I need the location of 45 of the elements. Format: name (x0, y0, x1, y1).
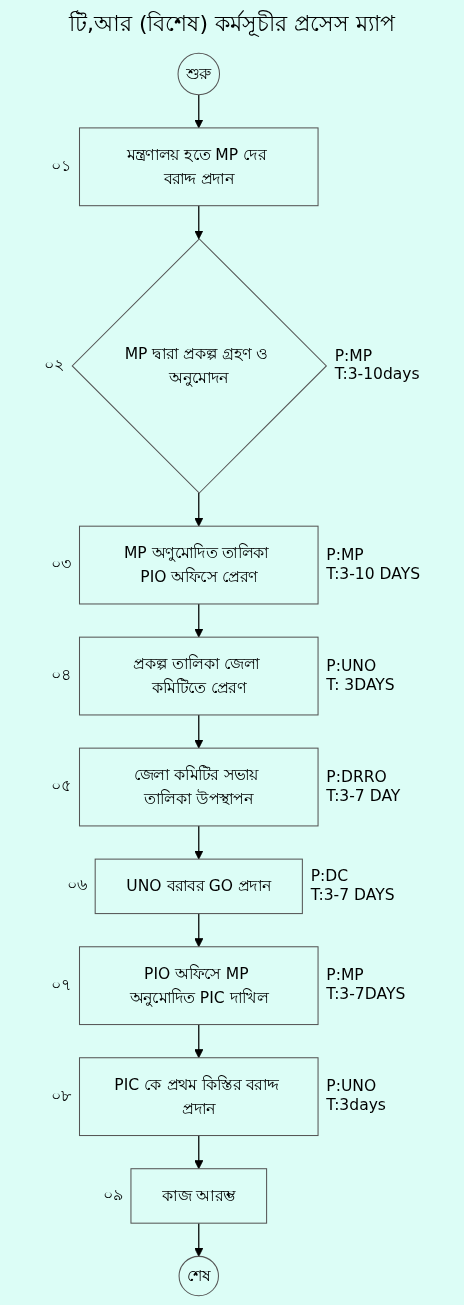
responsible-time-note: P:MP (334, 346, 373, 365)
node-label: জেলা কমিটির সভায় তালিকা উপস্থাপন (132, 764, 260, 810)
step-number: ০৭ (51, 975, 72, 994)
step-number: ০১ (51, 156, 72, 175)
arrow (194, 1222, 204, 1257)
responsible-time-note: T:3-7DAYS (326, 985, 406, 1004)
responsible-time-note: T:3-10days (334, 365, 420, 384)
node-label: MP অণুমোদিত তালিকা PIO অফিসে প্রেরণ (122, 542, 270, 588)
arrow (194, 94, 204, 129)
arrow (194, 205, 204, 240)
node-label: PIC কে প্রথম কিস্তির বরাদ্দ প্রদান (113, 1074, 280, 1120)
responsible-time-note: T:3-10 DAYS (326, 564, 421, 583)
responsible-time-note: P:MP (326, 966, 364, 985)
arrow (194, 825, 204, 860)
responsible-time-note: T:3days (326, 1096, 386, 1115)
node-label: MP দ্বারা প্রকল্প গ্রহণ ও অনুমোদন (123, 343, 269, 389)
step-number: ০৯ (102, 1186, 123, 1205)
step-number: ০৬ (66, 876, 87, 895)
arrow (194, 1134, 204, 1170)
arrow (194, 492, 204, 527)
node-label: PIO অফিসে MP অনুমোদিত PIC দাখিল (128, 963, 270, 1009)
step-number: ০২ (43, 356, 64, 375)
responsible-time-note: T: 3DAYS (326, 675, 395, 694)
arrow (194, 714, 204, 749)
step-number: ০৪ (51, 666, 72, 685)
arrow (194, 912, 204, 948)
responsible-time-note: T:3-7 DAY (326, 786, 401, 805)
step-number: ০৫ (51, 777, 72, 796)
responsible-time-note: P:UNO (326, 656, 377, 675)
responsible-time-note: P:MP (326, 545, 364, 564)
node-label: মন্ত্রণালয় হতে MP দের বরাদ্দ প্রদান (125, 144, 268, 190)
node-label: UNO বরাবর GO প্রদান (126, 875, 272, 898)
arrow (194, 1023, 204, 1059)
node-label: প্রকল্প তালিকা জেলা কমিটিতে প্রেরণ (132, 653, 261, 699)
arrow (194, 603, 204, 638)
responsible-time-note: T:3-7 DAYS (310, 885, 395, 904)
responsible-time-note: P:DC (310, 867, 349, 886)
node-label: শুরু (185, 63, 212, 86)
node-label: কাজ আরম্ভ (162, 1185, 236, 1207)
step-number: ০৮ (51, 1086, 72, 1105)
step-number: ০৩ (51, 555, 72, 574)
node-label: শেষ (186, 1265, 211, 1288)
responsible-time-note: P:DRRO (326, 767, 387, 786)
responsible-time-note: P:UNO (326, 1077, 377, 1096)
diagram-title: টি,আর (বিশেষ) কর্মসূচীর প্রসেস ম্যাপ (67, 9, 397, 39)
